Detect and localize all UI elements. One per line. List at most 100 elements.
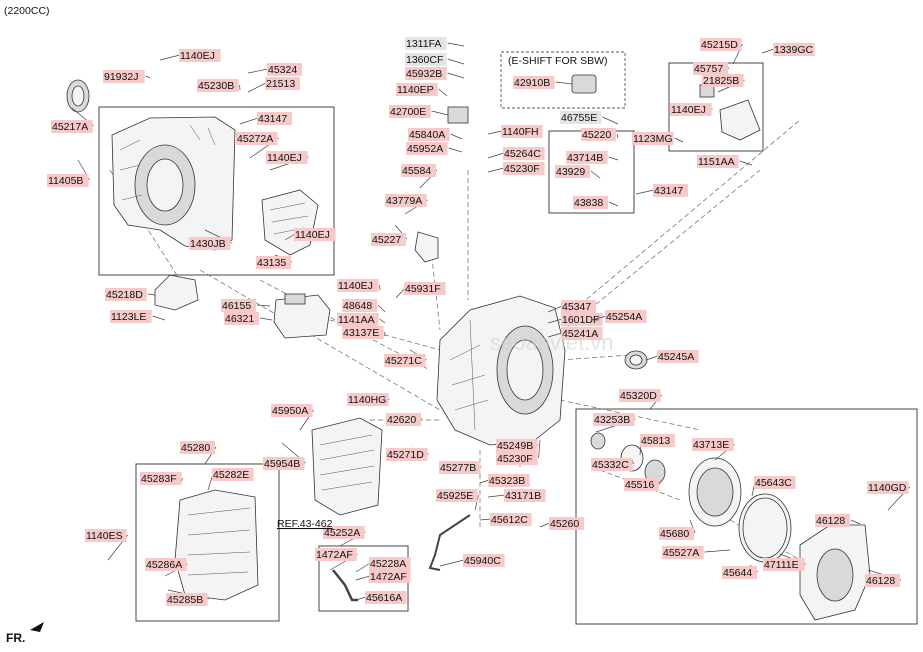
label-highlight [179,49,221,62]
leader-line [479,518,492,521]
leader-line [739,160,753,166]
part-number-text: 45271D [387,449,424,461]
label-highlight [265,77,300,90]
label-highlight [405,67,447,80]
label-highlight [815,514,850,527]
part-number-text: 21825B [703,75,739,87]
leader-line [447,72,465,79]
label-highlight [271,404,313,417]
part-number-text: 45280 [181,442,210,454]
part-label-45252a: 45252A [323,526,366,547]
leader-line [239,117,259,125]
part-label-1123le: 1123LE [110,310,166,323]
label-highlight [365,591,407,604]
leader-line [616,133,619,139]
part-label-43137e: 43137E [342,326,386,339]
part-label-45320d: 45320D [619,389,662,410]
part-label-1140ep: 1140EP [396,83,448,97]
part-label-46755e: 46755E [560,111,619,125]
part-label-46321: 46321 [224,312,273,325]
part-label-43713e: 43713E [692,438,735,461]
leader-line [635,189,655,195]
label-highlight [722,566,757,579]
label-highlight [189,237,231,250]
label-highlight [256,256,291,269]
part-label-21513: 21513 [247,77,300,93]
part-label-43929: 43929 [555,165,601,179]
part-number-text: 45757 [694,63,723,75]
part-number-text: 45286A [146,559,182,571]
label-highlight [406,142,448,155]
part-number-text: 1140EP [397,84,434,96]
label-highlight [867,481,909,494]
label-highlight [315,548,357,561]
part-number-text: 45931F [405,283,441,295]
leader-line [145,75,151,79]
label-highlight [140,472,182,485]
leader-line [674,137,684,143]
part-number-text: 45230B [198,80,234,92]
part-number-text: 48648 [343,300,372,312]
leader-line [487,494,506,498]
clutch-group-box [575,408,918,625]
part-number-text: 46128 [816,515,845,527]
part-number-text: 45228A [370,558,406,570]
leader-line [645,355,659,361]
leader-line [450,133,463,140]
part-number-text: 45813 [641,435,670,447]
part-label-1360cf: 1360CF [405,53,465,66]
label-highlight [503,147,545,160]
part-label-45644: 45644 [722,564,759,579]
label-highlight [180,441,215,454]
leader-line [256,304,271,307]
front-direction-label: FR. [6,631,25,645]
part-label-1339gc: 1339GC [761,43,815,56]
part-label-1430jb: 1430JB [189,229,232,250]
part-label-45952a: 45952A [406,142,463,155]
leader-line [689,519,696,534]
label-highlight [653,184,688,197]
label-highlight [47,174,89,187]
label-highlight [408,128,450,141]
leader-line [439,559,465,567]
part-label-45931f: 45931F [395,282,446,299]
part-number-text: 43147 [654,185,683,197]
label-highlight [640,434,675,447]
label-highlight [566,151,608,164]
part-label-45347: 45347 [547,300,596,313]
label-highlight [573,196,608,209]
part-label-46155: 46155 [221,299,271,312]
part-label-45271c: 45271C [384,349,427,367]
part-label-45277b: 45277B [439,461,482,474]
label-highlight [369,557,411,570]
part-label-45324: 45324 [247,63,302,76]
part-number-text: 45215D [701,39,738,51]
leader-line [438,88,448,97]
label-highlight [561,300,596,313]
part-number-text: 47111E [764,559,799,571]
part-number-text: 43779A [386,195,422,207]
leader-line [355,562,371,573]
part-number-text: 43838 [574,197,603,209]
part-number-text: 43135 [257,257,286,269]
label-highlight [212,468,254,481]
part-label-45813: 45813 [639,434,675,456]
bell-housing-part [111,116,236,251]
part-label-45230f: 45230F [496,439,541,465]
part-label-45220: 45220 [581,128,619,141]
label-highlight [773,43,815,56]
part-label-43714b: 43714B [566,151,619,164]
part-number-text: 45220 [582,129,611,141]
label-highlight [263,457,305,470]
leader-line [479,479,490,484]
part-label-45280: 45280 [180,441,217,465]
leader-line [547,332,563,338]
leader-line [608,156,619,161]
leader-line [147,293,156,296]
label-highlight [236,132,278,145]
part-number-text: 45277B [440,462,476,474]
part-number-text: 1141AA [338,314,375,326]
part-number-text: 45940C [464,555,501,567]
leader-line [379,318,386,324]
label-highlight [754,476,796,489]
